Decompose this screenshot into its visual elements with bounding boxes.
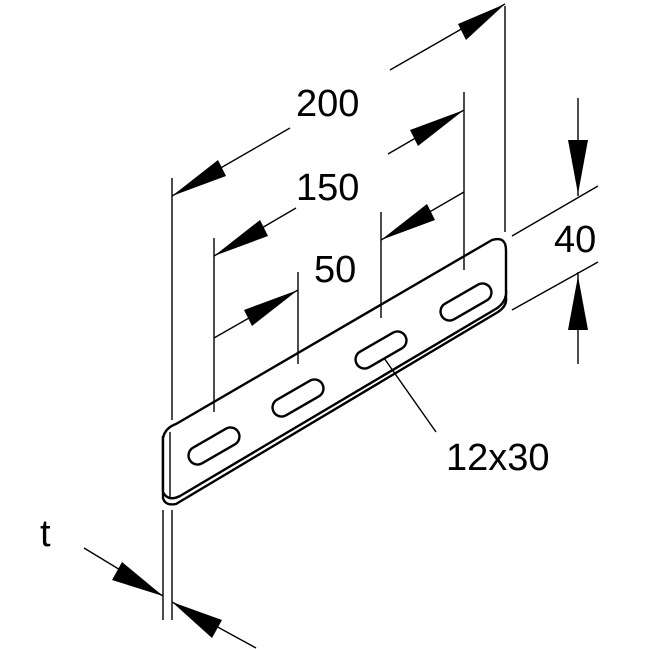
dimension-40-label: 40	[554, 219, 596, 261]
dimension-thickness: t	[40, 513, 257, 649]
dimension-200-label: 200	[296, 83, 359, 125]
dimension-150: 150	[213, 109, 465, 257]
extension-lines	[162, 6, 599, 620]
dimension-150-label: 150	[296, 167, 359, 209]
thickness-label: t	[40, 513, 51, 555]
slot-callout: 12x30	[383, 357, 550, 479]
slot-1	[187, 426, 241, 466]
slot-2	[271, 378, 325, 418]
slot-size-label: 12x30	[446, 437, 550, 479]
connector-plate	[161, 237, 508, 506]
slot-4	[439, 282, 493, 322]
plate-top-face	[161, 237, 508, 500]
dimension-200: 200	[171, 3, 506, 197]
slot-3	[354, 330, 408, 370]
dimension-50: 50	[213, 191, 465, 339]
dimension-50-label: 50	[314, 249, 356, 291]
dimension-40: 40	[554, 98, 596, 364]
